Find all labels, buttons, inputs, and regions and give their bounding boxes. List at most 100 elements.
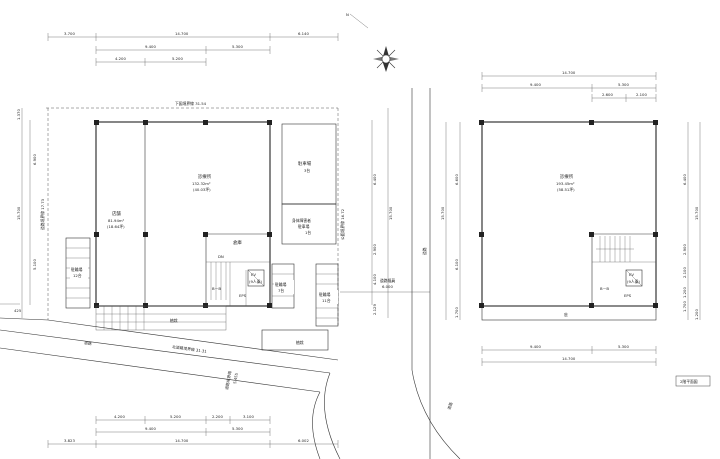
svg-text:9.400: 9.400: [530, 344, 541, 349]
upper-floor-building: EV (9人乗) EPS B－B 診療所 193.45m² (58.51坪) 庇: [479, 120, 658, 321]
garden-label: 植栽: [296, 340, 304, 345]
boundary-top-label: 下図境界線 31.54: [175, 101, 207, 106]
garden: 植栽: [261, 329, 329, 351]
svg-text:1.700: 1.700: [454, 307, 459, 318]
svg-text:5.300: 5.300: [232, 426, 243, 431]
ground-site-boundary: 下図境界線 31.54 道路境界線 17.73 公園境界線 16.72: [40, 101, 345, 325]
svg-text:3.100: 3.100: [243, 414, 254, 419]
road-width-value: 6.000: [382, 284, 393, 289]
ground-section-mark: B－B: [212, 286, 221, 291]
setback-label: 道路境界線: [224, 370, 232, 390]
svg-text:3.823: 3.823: [64, 438, 75, 443]
svg-text:2.900: 2.900: [372, 244, 377, 255]
bike-center-count: 7台: [278, 288, 284, 293]
upper-room-name: 診療所: [560, 173, 574, 180]
upper-caption-text: 2階平面図: [680, 379, 698, 384]
bike-parking-left: 駐輪場 12台: [65, 237, 91, 309]
upper-bottom-dimensions: 9.400 5.300 14.700: [481, 344, 657, 366]
ground-roads: 道路 北道路境界線 31.31 道路境界線 5.455: [0, 303, 341, 459]
upper-right-dimensions: 6.400 15.700 2.900 2.100 1.200 1.700 1.2…: [682, 122, 701, 320]
entrance-paving: 植栽: [95, 305, 227, 331]
accessible-parking-count: 1台: [305, 230, 311, 235]
upper-floor-caption: 2階平面図: [675, 375, 711, 387]
upper-room-sub: (58.51坪): [557, 187, 575, 192]
svg-text:4.100: 4.100: [372, 274, 377, 285]
svg-text:2.200: 2.200: [212, 414, 223, 419]
svg-text:1.700: 1.700: [682, 301, 687, 312]
upper-top-dimensions: 14.700 9.400 5.300 2.600 2.100: [481, 70, 657, 102]
entry-label: 植栽: [170, 318, 178, 323]
svg-text:14.700: 14.700: [562, 70, 576, 75]
room-clinic-area: 132.32m²: [192, 181, 211, 186]
accessible-parking-sub: 駐車場: [298, 224, 310, 229]
svg-text:6.400: 6.400: [682, 174, 687, 185]
ground-ev-label: EV: [251, 272, 256, 277]
boundary-left-label: 道路境界線 17.73: [40, 198, 45, 230]
room-shop-area: 81.94m²: [108, 218, 125, 223]
ground-parking: 駐車場 3台 身体障害者 駐車場 1台: [281, 123, 337, 245]
svg-text:6.400: 6.400: [372, 174, 377, 185]
svg-text:6.002: 6.002: [298, 438, 309, 443]
upper-road-label-2: 道路: [446, 401, 453, 410]
upper-road-label: 道路: [422, 247, 427, 255]
svg-text:2.100: 2.100: [682, 267, 687, 278]
room-storage-name: 倉庫: [233, 239, 242, 246]
upper-balcony-label: 庇: [564, 312, 568, 317]
svg-text:1.200: 1.200: [682, 287, 687, 298]
accessible-parking-name: 身体障害者: [292, 218, 311, 223]
upper-stair: [596, 236, 634, 262]
svg-text:6.900: 6.900: [32, 154, 37, 165]
bike-center-name: 駐輪場: [275, 282, 287, 287]
upper-section-mark: B－B: [600, 286, 609, 291]
svg-text:14.700: 14.700: [562, 356, 576, 361]
parking-count: 3台: [304, 168, 310, 173]
ground-bottom-dimensions: 4.200 5.200 2.200 3.100 9.400 5.300 3.82…: [47, 414, 339, 448]
svg-text:15.700: 15.700: [694, 206, 699, 220]
svg-text:3.700: 3.700: [64, 31, 75, 36]
ground-right-dimensions: 6.400 15.700 2.900 4.100 2.129: [371, 108, 393, 318]
room-clinic-sub: (40.03坪): [193, 187, 211, 192]
upper-left-dimensions: 6.600 15.700 6.100 1.700: [440, 122, 461, 320]
ground-eps-label: EPS: [239, 293, 247, 298]
svg-text:5.100: 5.100: [32, 259, 37, 270]
svg-text:4.200: 4.200: [115, 56, 126, 61]
svg-text:1.200: 1.200: [694, 309, 699, 320]
svg-text:6.140: 6.140: [298, 31, 309, 36]
svg-text:5.200: 5.200: [170, 414, 181, 419]
svg-text:14.700: 14.700: [175, 438, 189, 443]
boundary-right-label: 公園境界線 16.72: [340, 208, 345, 240]
bike-parking-center: 駐輪場 7台: [271, 263, 295, 309]
upper-eps-label: EPS: [624, 293, 632, 298]
upper-ev-label: EV: [629, 272, 634, 277]
svg-text:2.100: 2.100: [636, 92, 647, 97]
svg-text:5.300: 5.300: [232, 44, 243, 49]
svg-text:1.370: 1.370: [16, 109, 21, 120]
room-shop-sub: (18.64坪): [107, 224, 125, 229]
bike-left-name: 駐輪場: [71, 267, 83, 272]
svg-text:15.700: 15.700: [16, 206, 21, 220]
svg-text:9.400: 9.400: [530, 82, 541, 87]
svg-text:15.700: 15.700: [388, 206, 393, 220]
ground-floor-building: DN EV (9人乗) EPS B－B 店舗 81.94m² (18.64坪) …: [94, 120, 272, 308]
upper-ev-sub: (9人乗): [627, 279, 640, 284]
dn-label: DN: [218, 254, 224, 259]
road-width-label: 道路幅員: [380, 278, 395, 283]
compass-rose: N: [346, 12, 399, 72]
svg-text:2.900: 2.900: [682, 244, 687, 255]
bike-left-count: 12台: [73, 273, 82, 278]
room-shop-name: 店舗: [112, 210, 121, 217]
svg-text:2.129: 2.129: [372, 304, 377, 315]
setback-value: 5.455: [232, 372, 239, 384]
bike-right-name: 駐輪場: [319, 292, 331, 297]
road-width-indicator: 道路幅員 6.000: [340, 278, 430, 293]
road-south-label: 道路: [84, 340, 92, 346]
svg-text:9.400: 9.400: [145, 44, 156, 49]
parking-name: 駐車場: [298, 160, 312, 167]
svg-text:15.700: 15.700: [440, 206, 445, 220]
svg-text:2.600: 2.600: [602, 92, 613, 97]
svg-text:14.700: 14.700: [175, 31, 189, 36]
svg-text:5.200: 5.200: [172, 56, 183, 61]
ground-left-dimensions: 1.370 6.900 15.700 5.100 425: [14, 108, 37, 318]
upper-road: 道路 道路: [411, 88, 461, 459]
svg-text:6.100: 6.100: [454, 259, 459, 270]
